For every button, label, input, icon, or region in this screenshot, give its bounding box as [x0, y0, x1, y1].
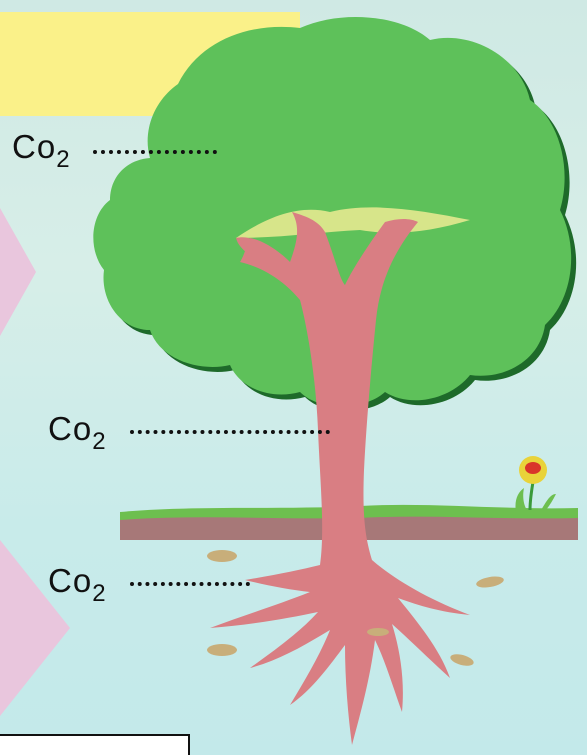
- pebble-4: [367, 628, 389, 636]
- co2-label-roots-sub: 2: [92, 580, 107, 607]
- pebble-1: [207, 550, 237, 562]
- co2-label-canopy-sub: 2: [56, 146, 71, 173]
- pebble-2: [476, 576, 504, 588]
- co2-label-trunk-sub: 2: [92, 428, 107, 455]
- flower-leaves: [515, 488, 556, 512]
- left-branch: [236, 237, 256, 256]
- flower-center: [525, 462, 541, 474]
- co2-label-canopy: Co2: [12, 128, 71, 174]
- co2-label-roots-main: Co: [48, 562, 93, 599]
- pink-arrow-upper: [0, 208, 36, 336]
- co2-label-canopy-main: Co: [12, 128, 57, 165]
- leader-line-canopy: [93, 150, 217, 154]
- pink-arrow-lower: [0, 540, 70, 716]
- pebble-3: [207, 644, 237, 656]
- co2-label-trunk: Co2: [48, 410, 107, 456]
- leader-line-roots: [130, 582, 250, 586]
- trunk: [210, 212, 470, 745]
- bottom-outline-box: [0, 734, 190, 755]
- pebble-5: [450, 654, 474, 666]
- leader-line-trunk: [130, 430, 330, 434]
- co2-label-trunk-main: Co: [48, 410, 93, 447]
- co2-label-roots: Co2: [48, 562, 107, 608]
